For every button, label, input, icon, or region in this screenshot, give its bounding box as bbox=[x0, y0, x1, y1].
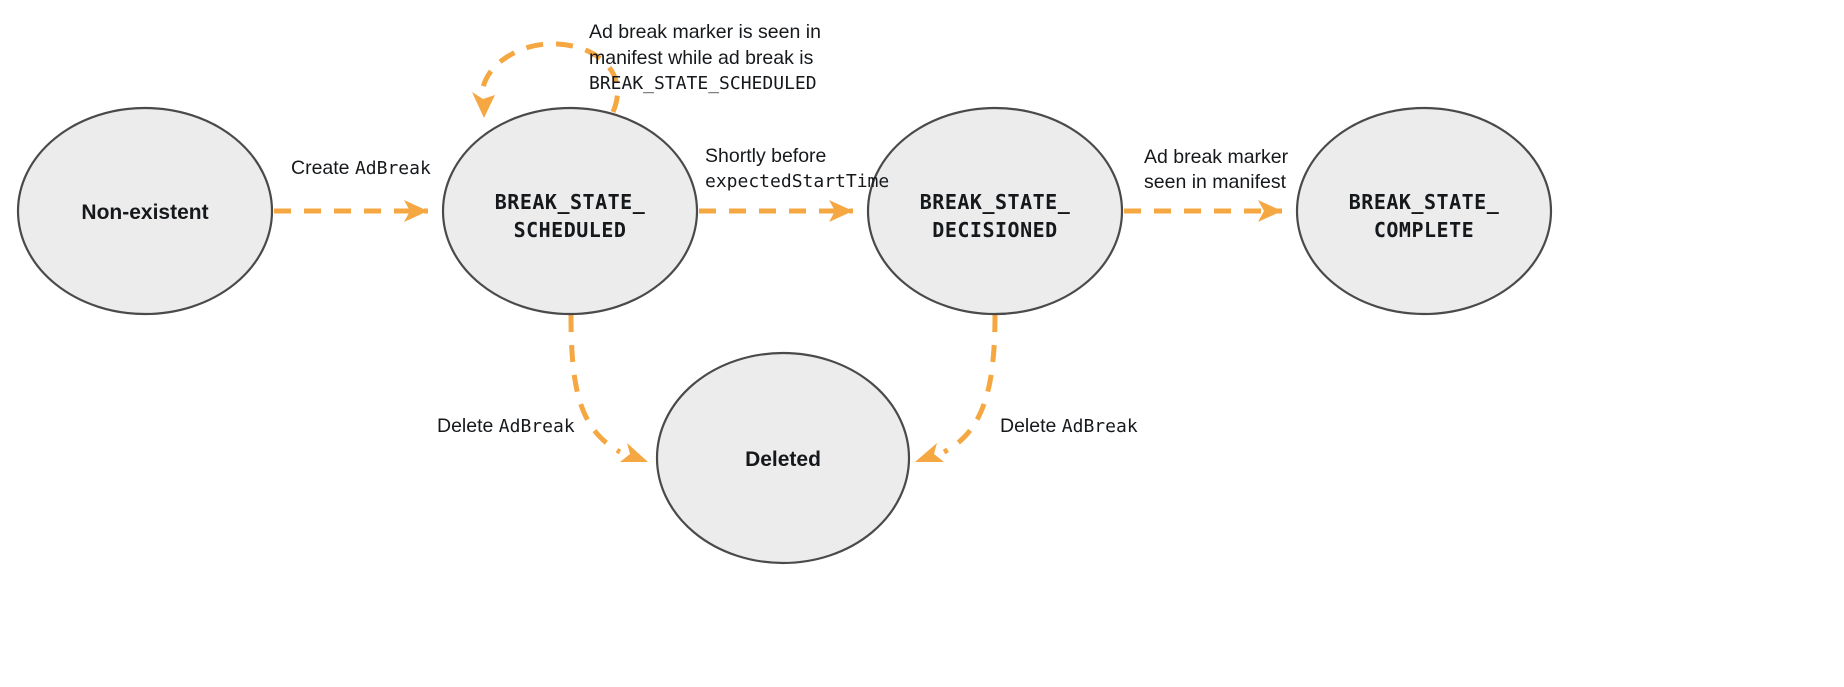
edge-label-create-adbreak: Create AdBreak bbox=[291, 157, 431, 179]
node-break-state-decisioned-shape bbox=[866, 106, 1124, 316]
node-break-state-complete-label-line2: COMPLETE bbox=[1374, 218, 1474, 242]
node-break-state-scheduled-shape bbox=[441, 106, 699, 316]
edge-scheduled-self-loop-arrowhead bbox=[472, 92, 495, 118]
node-deleted-shape bbox=[655, 351, 911, 565]
node-break-state-scheduled-label-line1: BREAK_STATE_ bbox=[495, 190, 646, 214]
edge-decisioned-to-deleted-arrowhead bbox=[915, 443, 944, 462]
edge-scheduled-to-deleted bbox=[568, 314, 648, 462]
edge-label-self-loop-line3: BREAK_STATE_SCHEDULED bbox=[589, 73, 817, 94]
edge-label-decisioned-to-deleted-text: Delete AdBreak bbox=[1000, 415, 1138, 437]
edge-scheduled-to-deleted-arrowhead bbox=[620, 443, 648, 462]
edge-label-self-loop-line2: manifest while ad break is bbox=[589, 47, 814, 69]
node-deleted[interactable]: Deleted bbox=[655, 351, 911, 565]
node-non-existent-label: Non-existent bbox=[81, 201, 208, 224]
edge-label-scheduled-to-decisioned-line1: Shortly before bbox=[705, 145, 826, 167]
edge-label-create-adbreak-text: Create AdBreak bbox=[291, 157, 431, 179]
edge-label-scheduled-to-deleted-text: Delete AdBreak bbox=[437, 415, 575, 437]
edge-decisioned-to-deleted-path bbox=[942, 314, 998, 455]
edge-scheduled-self-loop bbox=[472, 41, 621, 118]
edge-label-create-adbreak-part-sans: Create bbox=[291, 157, 355, 179]
node-break-state-scheduled[interactable]: BREAK_STATE_ SCHEDULED bbox=[441, 106, 699, 316]
edge-label-scheduled-to-decisioned-line2: expectedStartTime bbox=[705, 171, 889, 192]
edge-scheduled-to-deleted-path bbox=[568, 314, 622, 455]
node-non-existent-shape bbox=[16, 106, 274, 316]
edge-scheduled-to-decisioned bbox=[699, 200, 853, 222]
edge-label-scheduled-self-loop: Ad break marker is seen in manifest whil… bbox=[589, 21, 821, 94]
edge-create-adbreak bbox=[274, 200, 428, 222]
node-break-state-decisioned-label-line1: BREAK_STATE_ bbox=[920, 190, 1071, 214]
node-break-state-complete-label-line1: BREAK_STATE_ bbox=[1349, 190, 1500, 214]
edge-label-create-adbreak-part-mono: AdBreak bbox=[355, 158, 431, 179]
node-break-state-decisioned-label-line2: DECISIONED bbox=[932, 218, 1057, 242]
node-break-state-complete[interactable]: BREAK_STATE_ COMPLETE bbox=[1295, 106, 1553, 316]
edge-label-scheduled-to-deleted-part-mono: AdBreak bbox=[499, 416, 575, 437]
edge-label-decisioned-to-deleted-part-sans: Delete bbox=[1000, 415, 1062, 437]
node-non-existent[interactable]: Non-existent bbox=[16, 106, 274, 316]
edge-label-scheduled-to-deleted-part-sans: Delete bbox=[437, 415, 499, 437]
edge-label-self-loop-line1: Ad break marker is seen in bbox=[589, 21, 821, 43]
node-break-state-decisioned[interactable]: BREAK_STATE_ DECISIONED bbox=[866, 106, 1124, 316]
node-deleted-label: Deleted bbox=[745, 448, 821, 471]
edge-create-adbreak-arrowhead bbox=[404, 200, 428, 222]
edge-decisioned-to-deleted bbox=[915, 314, 998, 462]
edge-label-decisioned-to-deleted: Delete AdBreak bbox=[1000, 415, 1138, 437]
edge-decisioned-to-complete-arrowhead bbox=[1258, 200, 1282, 222]
edge-label-decisioned-to-complete-line2: seen in manifest bbox=[1144, 171, 1287, 193]
edge-decisioned-to-complete bbox=[1124, 200, 1282, 222]
edge-label-decisioned-to-complete-line1: Ad break marker bbox=[1144, 146, 1289, 168]
edge-label-decisioned-to-complete: Ad break marker seen in manifest bbox=[1144, 146, 1289, 193]
edge-label-decisioned-to-deleted-part-mono: AdBreak bbox=[1062, 416, 1138, 437]
node-break-state-scheduled-label-line2: SCHEDULED bbox=[514, 218, 627, 242]
node-break-state-complete-shape bbox=[1295, 106, 1553, 316]
edge-scheduled-self-loop-path bbox=[479, 41, 621, 113]
edge-scheduled-to-decisioned-arrowhead bbox=[829, 200, 853, 222]
edge-label-scheduled-to-deleted: Delete AdBreak bbox=[437, 415, 575, 437]
edge-label-scheduled-to-decisioned: Shortly before expectedStartTime bbox=[705, 145, 889, 192]
